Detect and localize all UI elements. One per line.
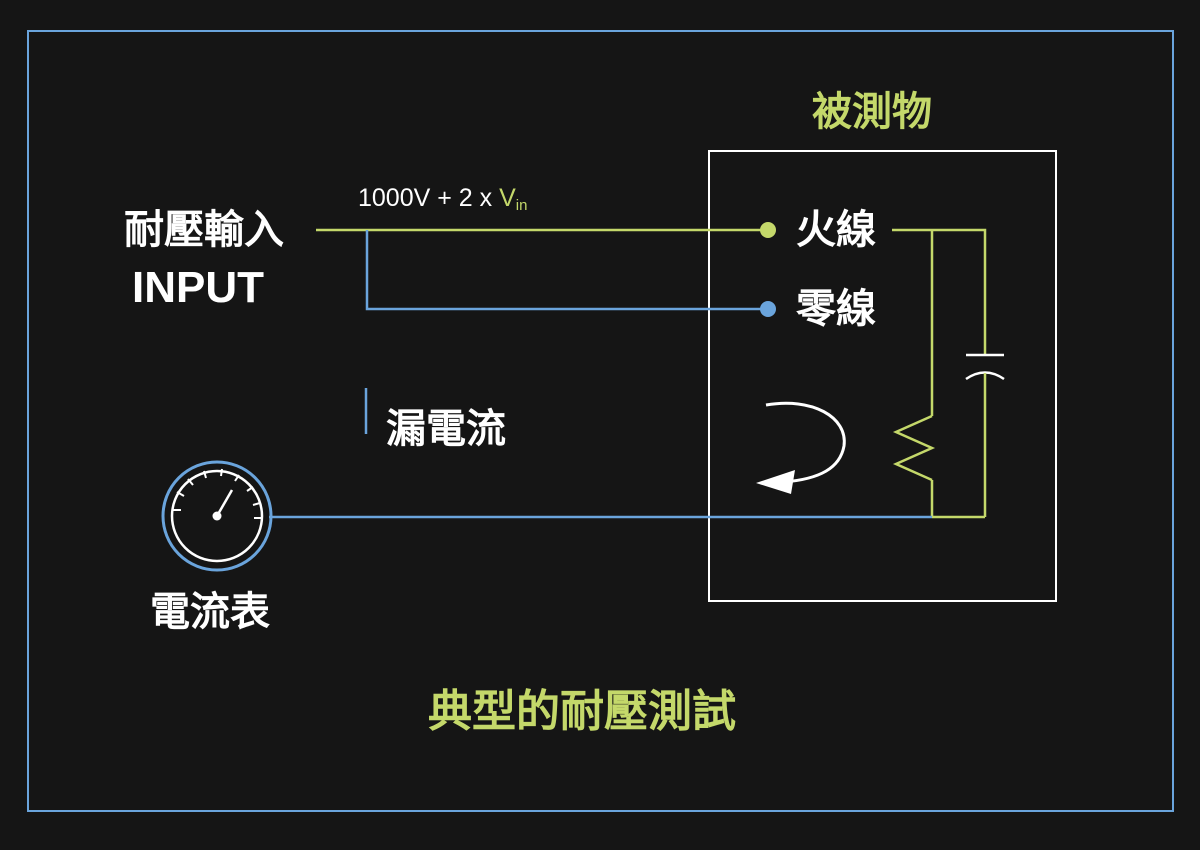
ammeter-label: 電流表	[150, 589, 270, 635]
voltage-formula: 1000V + 2 x Vin	[358, 184, 528, 214]
leakage-label: 漏電流	[386, 406, 506, 452]
resistor-symbol	[892, 414, 936, 482]
neutral-label: 零線	[796, 286, 876, 332]
input-label-cn: 耐壓輸入	[124, 207, 284, 253]
dut-title: 被測物	[812, 89, 932, 135]
live-terminal	[760, 222, 776, 238]
capacitor-symbol	[965, 353, 1005, 381]
curved-arrow-icon	[756, 401, 846, 494]
dut-box	[708, 150, 1057, 602]
diagram-caption: 典型的耐壓測試	[428, 686, 736, 737]
outer-frame	[27, 30, 1174, 812]
input-label-en: INPUT	[132, 263, 264, 312]
live-label: 火線	[796, 207, 876, 253]
formula-sub: in	[515, 197, 528, 214]
neutral-terminal	[760, 301, 776, 317]
formula-base: 1000V + 2 x	[358, 184, 500, 212]
formula-v: V	[499, 184, 516, 212]
gauge-icon	[161, 460, 273, 572]
neutral-wire	[365, 230, 768, 311]
live-internal-wire	[892, 228, 987, 355]
